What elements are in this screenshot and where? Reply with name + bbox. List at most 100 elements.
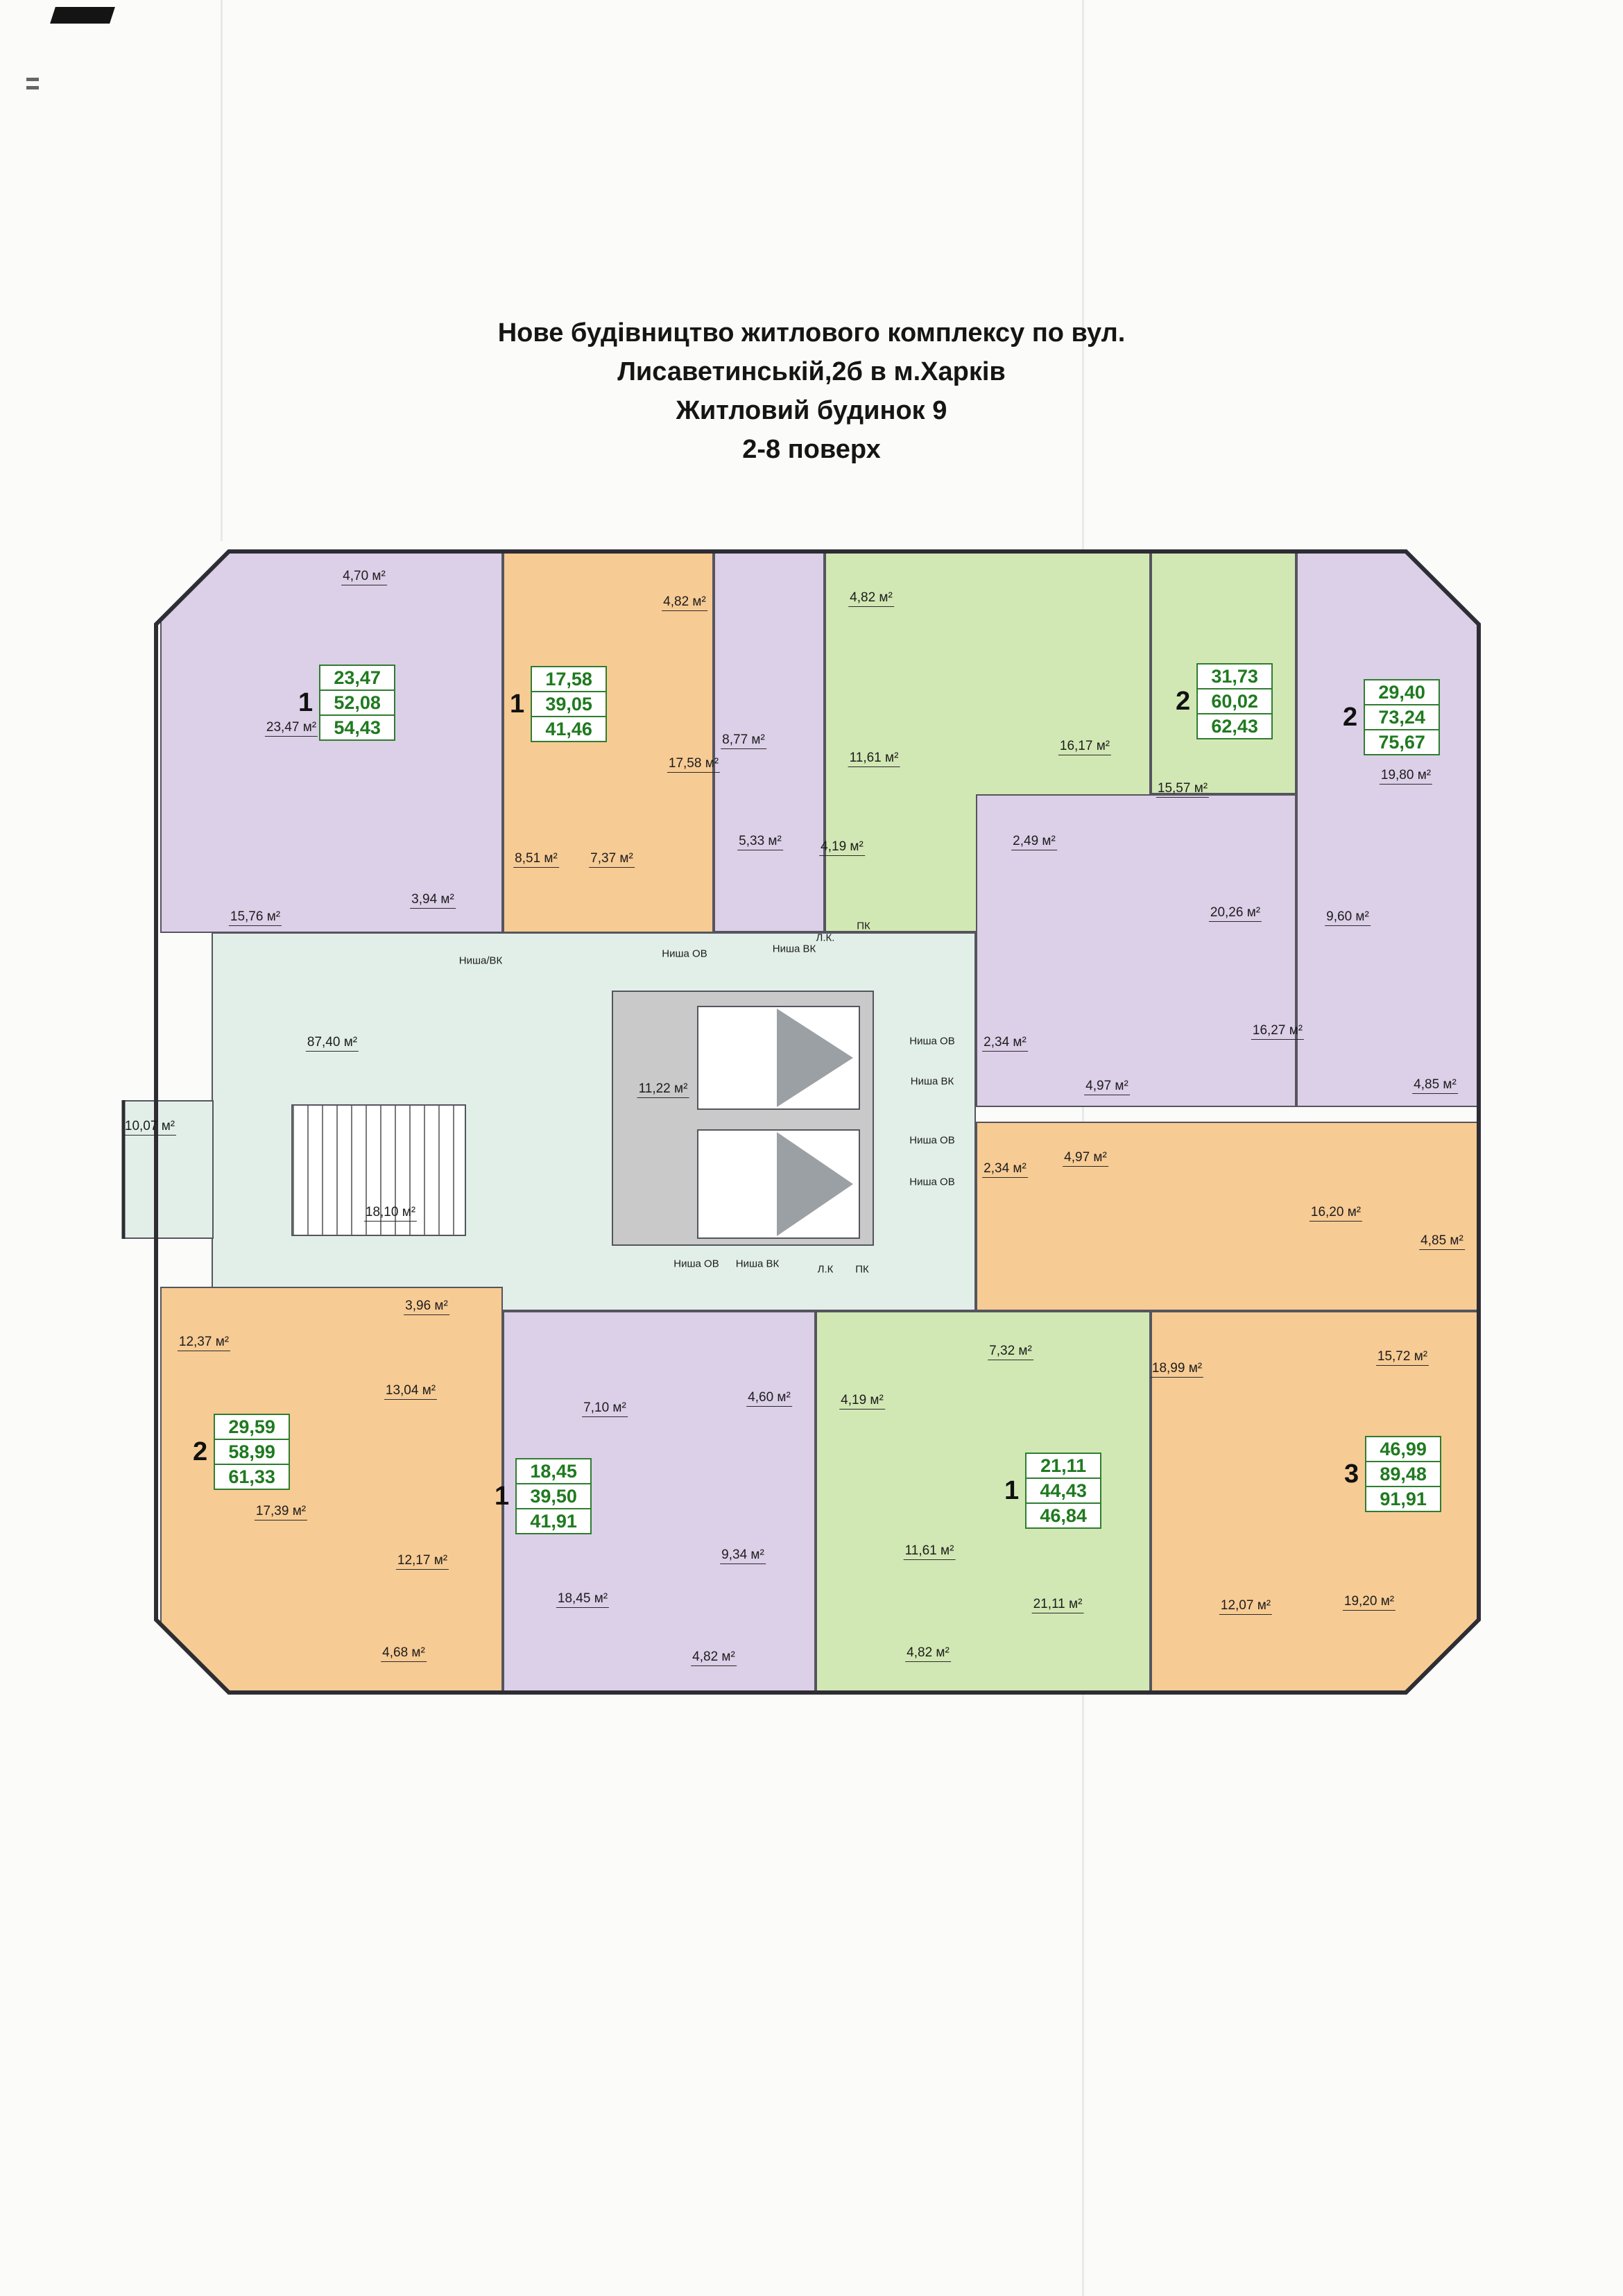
apartment-info: 1 17,58 39,05 41,46 <box>510 666 608 742</box>
room-area-label: 15,57 м² <box>1156 781 1210 798</box>
apartment-living-area: 18,45 <box>530 1461 577 1482</box>
apartment-rooms-count: 3 <box>1344 1459 1359 1489</box>
room-area-label: 16,27 м² <box>1251 1023 1305 1040</box>
apartment-area: 52,08 <box>320 689 395 714</box>
room-area-label: 20,26 м² <box>1208 905 1262 922</box>
room-area-label: 15,72 м² <box>1375 1349 1429 1366</box>
room-area-label: 4,60 м² <box>746 1390 792 1407</box>
room-area-label: 4,82 м² <box>848 590 894 607</box>
apartment-area: 39,50 <box>517 1483 591 1508</box>
apartment-total-area: 41,46 <box>532 716 606 741</box>
niche-label: ПК <box>855 1263 869 1276</box>
apartment-area: 73,24 <box>1365 704 1439 729</box>
apartment-total-area: 61,33 <box>215 1464 289 1489</box>
room-area-label: 17,58 м² <box>667 756 721 773</box>
room-area-label: 21,11 м² <box>1031 1597 1084 1613</box>
apartment-living-area: 46,99 <box>1380 1439 1427 1459</box>
apartment-living-area: 29,59 <box>228 1416 275 1437</box>
room-area-label: 18,45 м² <box>556 1591 610 1608</box>
drawing-title: Нове будівництво житлового комплексу по … <box>0 314 1623 469</box>
room-area-label: 15,76 м² <box>228 909 282 926</box>
room-area-label: 4,82 м² <box>662 594 707 611</box>
room-area-label: 17,39 м² <box>254 1504 308 1520</box>
room-area-label: 7,10 м² <box>582 1400 628 1417</box>
apartment-info-box: 18,45 39,50 41,91 <box>515 1458 592 1534</box>
title-line: Нове будівництво житлового комплексу по … <box>497 318 1126 348</box>
apartment-area: 60,02 <box>1198 688 1272 713</box>
scan-artifact <box>26 78 39 81</box>
apartment-rooms-count: 2 <box>1176 686 1191 716</box>
niche-label: Ниша ОВ <box>662 948 707 960</box>
room-area-label: 10,07 м² <box>123 1119 177 1136</box>
apartment-info-box: 29,59 58,99 61,33 <box>214 1414 291 1490</box>
room-area-label: 11,61 м² <box>903 1543 956 1560</box>
title-line: 2-8 поверх <box>742 435 881 464</box>
room-area-label: 23,47 м² <box>264 720 318 737</box>
apartment-info-box: 21,11 44,43 46,84 <box>1025 1453 1102 1529</box>
room-area-label: 9,34 м² <box>720 1548 766 1564</box>
apartment-area: 58,99 <box>215 1439 289 1464</box>
room-area-label: 4,85 м² <box>1412 1077 1458 1094</box>
apartment-info: 1 23,47 52,08 54,43 <box>298 665 396 741</box>
room-area-label: 16,20 м² <box>1309 1205 1363 1222</box>
apartment-area: 39,05 <box>532 691 606 716</box>
room-area-label: 4,97 м² <box>1084 1079 1130 1095</box>
niche-label: Ниша ОВ <box>909 1176 955 1188</box>
room-area-label: 12,07 м² <box>1219 1598 1273 1615</box>
room-area-label: 3,94 м² <box>410 892 456 909</box>
room-area-label: 12,17 м² <box>395 1553 449 1570</box>
room-area-label: 4,19 м² <box>819 839 865 856</box>
niche-label: Ниша ОВ <box>673 1258 719 1270</box>
room-area-label: 19,80 м² <box>1379 768 1433 785</box>
title-line: Житловий будинок 9 <box>676 396 947 425</box>
apartment-info-box: 17,58 39,05 41,46 <box>531 666 608 742</box>
apartment-living-area: 29,40 <box>1378 682 1425 703</box>
apartment-total-area: 75,67 <box>1365 729 1439 754</box>
title-line: Лисаветинській,2б в м.Харків <box>617 357 1006 386</box>
room-area-label: 12,37 м² <box>177 1335 231 1351</box>
room-area-label: 19,20 м² <box>1342 1594 1396 1611</box>
niche-label: Ниша ВК <box>772 943 816 955</box>
apartment-info: 2 31,73 60,02 62,43 <box>1176 663 1273 739</box>
room-area-label: 4,97 м² <box>1063 1150 1108 1167</box>
room-area-label: 2,34 м² <box>982 1161 1028 1178</box>
zone-apartment-1-top-left <box>160 551 503 933</box>
apartment-rooms-count: 1 <box>298 687 314 717</box>
room-area-label: 4,82 м² <box>905 1645 951 1662</box>
room-area-label: 13,04 м² <box>384 1383 438 1400</box>
niche-label: Ниша ВК <box>735 1258 780 1270</box>
niche-label: Ниша ОВ <box>909 1134 955 1147</box>
room-area-label: 5,33 м² <box>737 834 783 850</box>
zone-apartment-2-right <box>1296 551 1479 1107</box>
niche-label: Л.К <box>817 1263 834 1276</box>
scan-artifact <box>50 7 115 24</box>
room-area-label: 4,70 м² <box>341 569 387 585</box>
niche-label: ПК <box>857 920 870 932</box>
scan-artifact <box>26 86 39 89</box>
apartment-area: 44,43 <box>1027 1477 1101 1502</box>
apartment-info: 1 21,11 44,43 46,84 <box>1004 1453 1102 1529</box>
room-area-label: 11,61 м² <box>848 751 900 767</box>
apartment-living-area: 31,73 <box>1211 666 1258 687</box>
apartment-total-area: 46,84 <box>1027 1502 1101 1527</box>
apartment-total-area: 91,91 <box>1366 1486 1441 1511</box>
apartment-info: 2 29,40 73,24 75,67 <box>1343 679 1441 755</box>
room-area-label: 2,34 м² <box>982 1035 1028 1052</box>
apartment-info-box: 29,40 73,24 75,67 <box>1364 679 1441 755</box>
room-area-label: 8,51 м² <box>513 851 559 868</box>
apartment-rooms-count: 2 <box>193 1437 208 1466</box>
room-area-label: 7,37 м² <box>589 851 635 868</box>
apartment-info: 3 46,99 89,48 91,91 <box>1344 1436 1442 1512</box>
niche-label: Ниша ОВ <box>909 1035 955 1047</box>
apartment-living-area: 21,11 <box>1040 1455 1087 1476</box>
room-area-label: 9,60 м² <box>1325 909 1371 926</box>
room-area-label: 7,32 м² <box>988 1344 1033 1360</box>
apartment-total-area: 41,91 <box>517 1508 591 1533</box>
apartment-area: 89,48 <box>1366 1461 1441 1486</box>
apartment-info: 1 18,45 39,50 41,91 <box>495 1458 592 1534</box>
zone-apartment-3-right-upper <box>976 1122 1479 1311</box>
paper-fold-line <box>221 0 223 541</box>
apartment-info-box: 46,99 89,48 91,91 <box>1365 1436 1442 1512</box>
apartment-rooms-count: 2 <box>1343 702 1358 732</box>
room-area-label: 4,19 м² <box>839 1393 885 1410</box>
